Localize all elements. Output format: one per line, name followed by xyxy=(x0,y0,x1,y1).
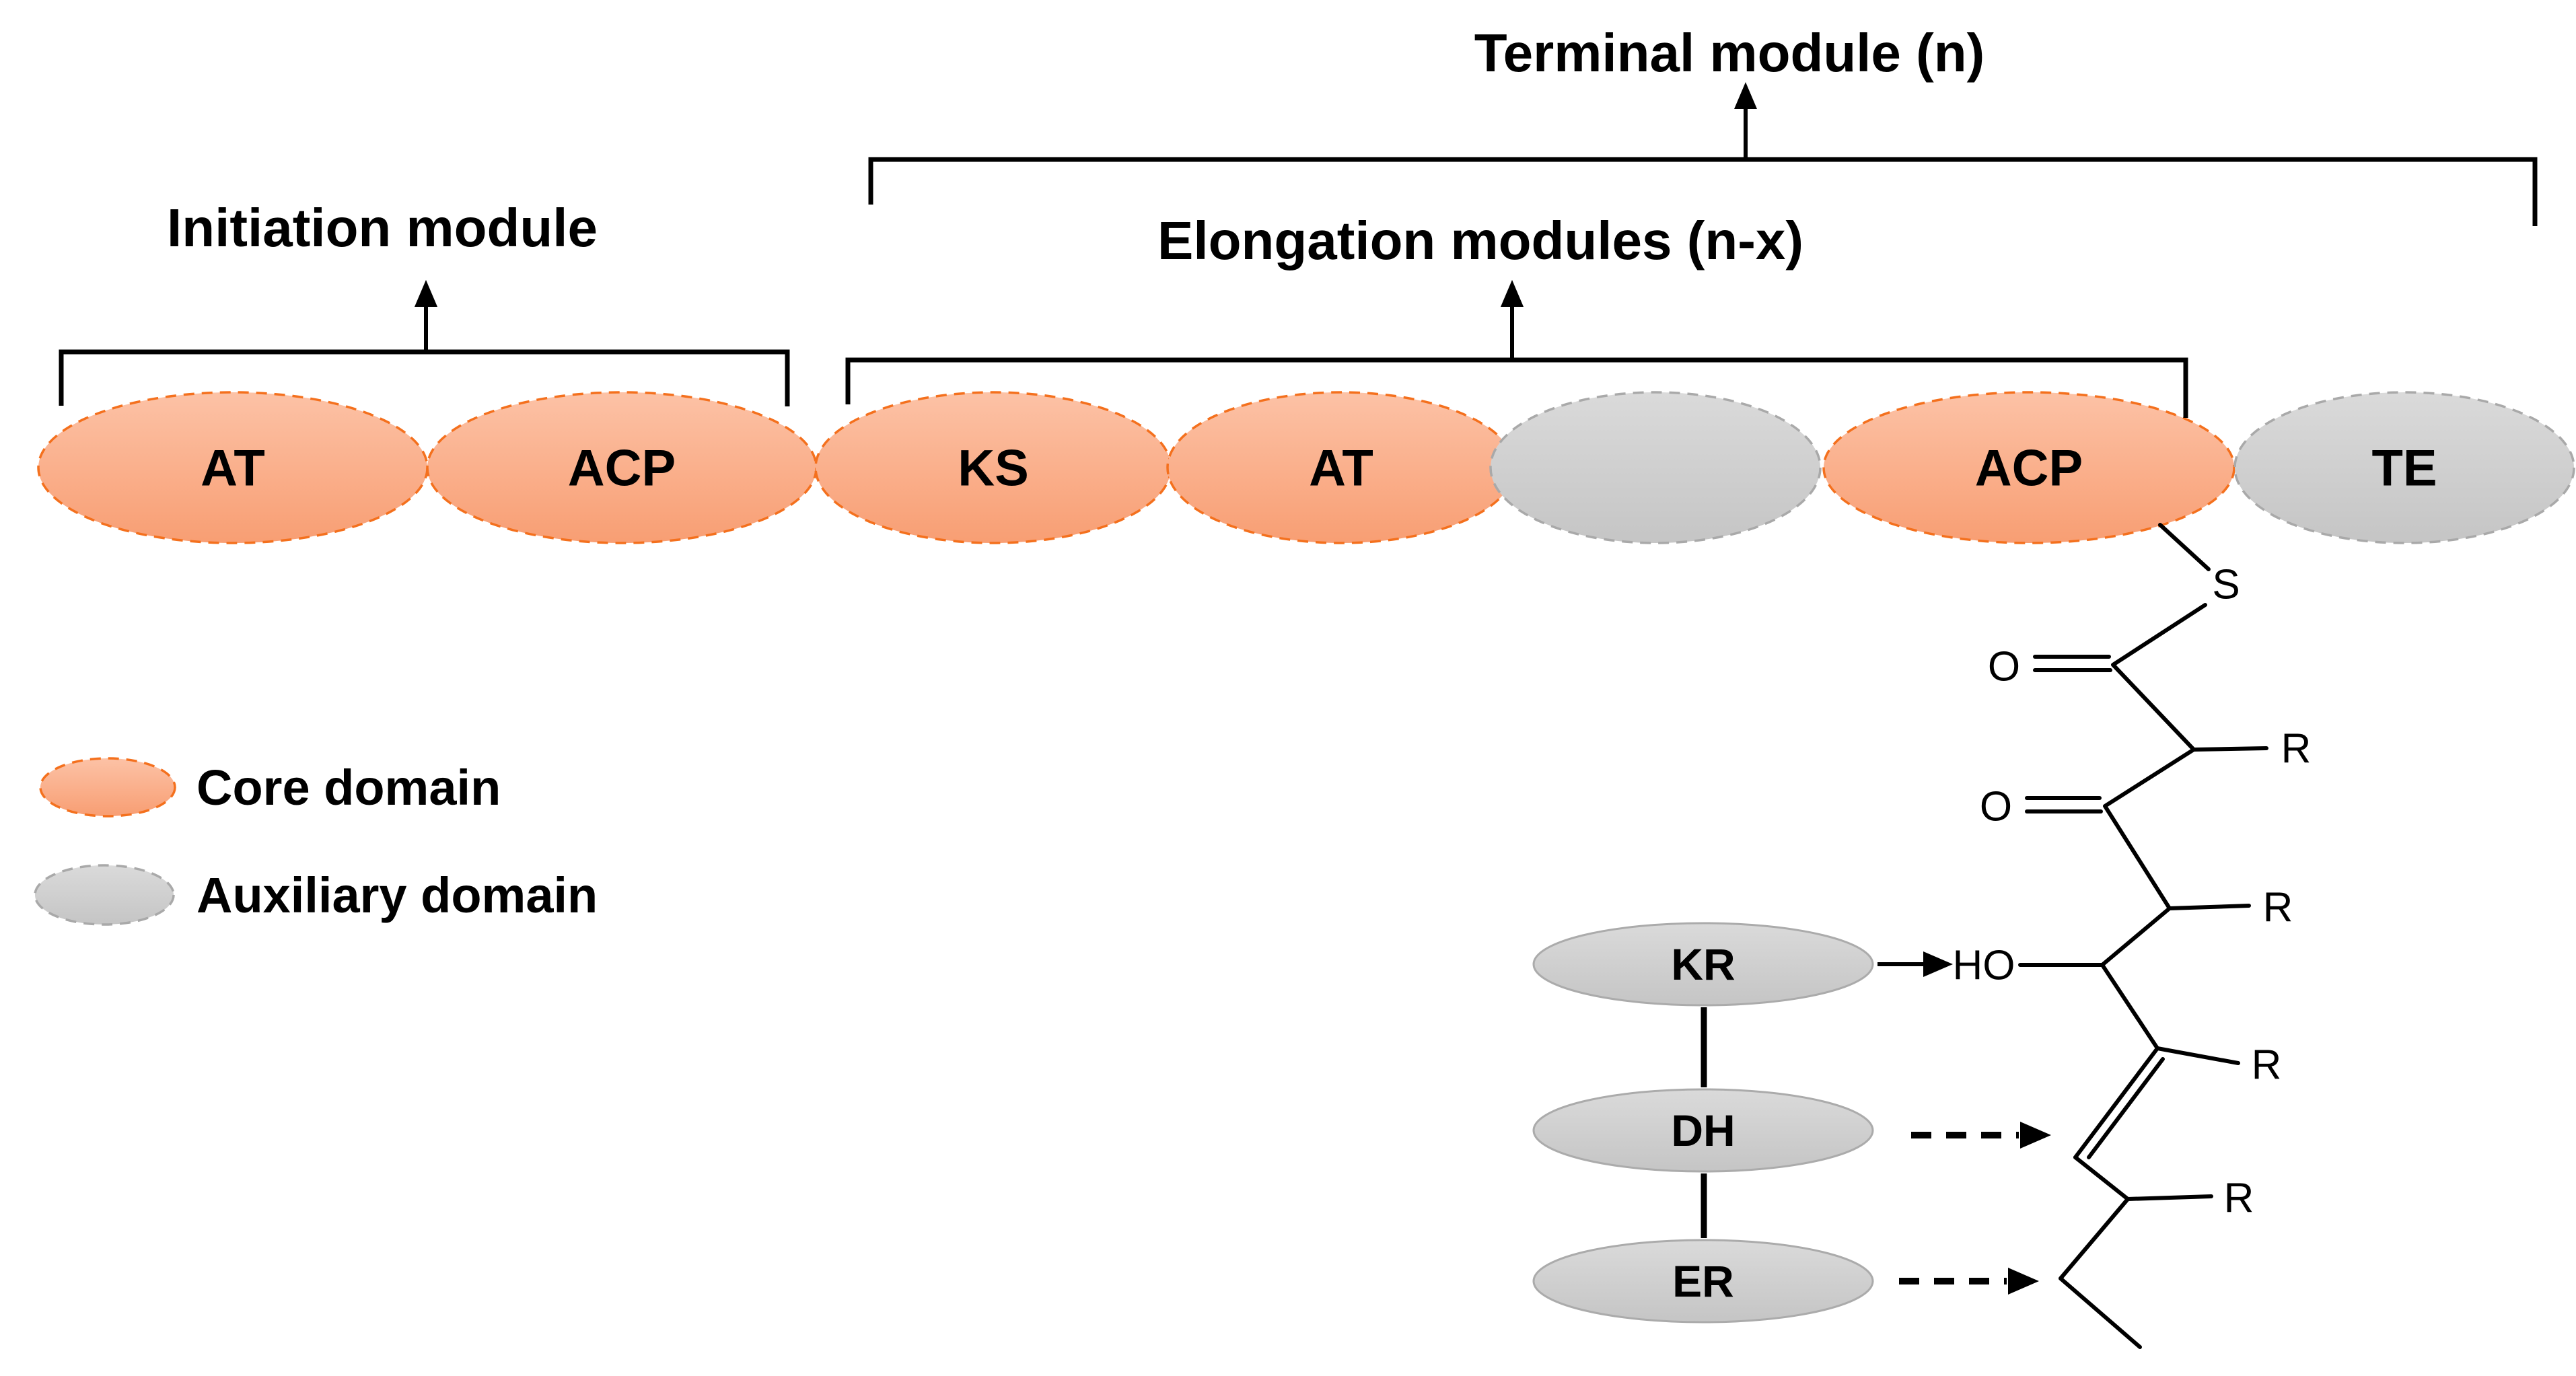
dh-arrow-right-icon xyxy=(2020,1122,2051,1149)
elongation-modules-bracket xyxy=(845,357,2188,418)
sulfur-label: S xyxy=(2212,562,2240,608)
domain-label-te: TE xyxy=(2371,440,2437,497)
legend-core-label: Core domain xyxy=(196,760,501,816)
terminal-module-title: Terminal module (n) xyxy=(1474,23,1985,83)
domain-label-kr: KR xyxy=(1671,939,1735,989)
domain-label-er: ER xyxy=(1672,1256,1734,1306)
module-row: AT ACP KS AT ACP TE xyxy=(37,391,2575,544)
r3-bond xyxy=(2155,1046,2240,1065)
domain-ellipse-acp-elongation xyxy=(1822,391,2235,544)
initiation-module-group: Initiation module xyxy=(59,198,790,406)
alkene-double-bond-b xyxy=(2087,1057,2165,1159)
legend-auxiliary-ellipse xyxy=(34,864,175,926)
chain-backbone xyxy=(2100,603,2207,1050)
legend-core-ellipse xyxy=(39,757,176,818)
r1-bond xyxy=(2192,746,2268,752)
elongation-arrow-up-icon xyxy=(1501,280,1524,307)
tailoring-domain-column: KR DH ER xyxy=(1532,922,2051,1324)
legend: Core domain Auxiliary domain xyxy=(34,757,598,926)
r4-label: R xyxy=(2224,1175,2254,1222)
r3-label: R xyxy=(2252,1042,2282,1089)
polyketide-chain-structure: S O R O R HO R R xyxy=(1953,523,2312,1349)
chain-tail xyxy=(2059,1155,2142,1349)
legend-auxiliary-label: Auxiliary domain xyxy=(196,867,598,923)
terminal-module-bracket xyxy=(868,157,2538,226)
domain-ellipse-kr xyxy=(1532,922,1874,1007)
r1-label: R xyxy=(2281,726,2312,772)
domain-ellipse-dh xyxy=(1532,1088,1874,1173)
hydroxyl-label: HO xyxy=(1953,943,2015,989)
domain-ellipse-te xyxy=(2233,391,2575,544)
elongation-modules-title: Elongation modules (n-x) xyxy=(1157,211,1803,270)
r2-bond xyxy=(2168,904,2251,910)
initiation-arrow-up-icon xyxy=(415,280,437,307)
carbonyl-oxygen-1-label: O xyxy=(1988,644,2020,690)
acp-s-bond xyxy=(2158,523,2211,571)
domain-label-at-elongation: AT xyxy=(1309,440,1373,497)
domain-ellipse-auxiliary-unlabeled xyxy=(1489,391,1822,544)
r4-bond xyxy=(2126,1194,2213,1201)
domain-label-acp-elongation: ACP xyxy=(1975,440,2083,497)
er-arrow-right-icon xyxy=(2008,1268,2039,1295)
domain-label-acp-initiation: ACP xyxy=(568,440,676,497)
terminal-arrow-up-icon xyxy=(1734,82,1757,109)
elongation-modules-group: Elongation modules (n-x) xyxy=(845,211,2188,418)
initiation-module-title: Initiation module xyxy=(167,198,598,258)
kr-arrow-right-icon xyxy=(1923,951,1953,977)
domain-label-dh: DH xyxy=(1671,1106,1735,1155)
initiation-module-bracket xyxy=(59,349,790,406)
terminal-module-group: Terminal module (n) xyxy=(868,23,2538,226)
carbonyl-oxygen-2-label: O xyxy=(1980,784,2012,830)
alkene-double-bond-a xyxy=(2073,1046,2159,1159)
domain-label-at-initiation: AT xyxy=(201,440,265,497)
domain-label-ks: KS xyxy=(958,440,1029,497)
r2-label: R xyxy=(2263,885,2293,931)
domain-ellipse-er xyxy=(1532,1239,1874,1324)
